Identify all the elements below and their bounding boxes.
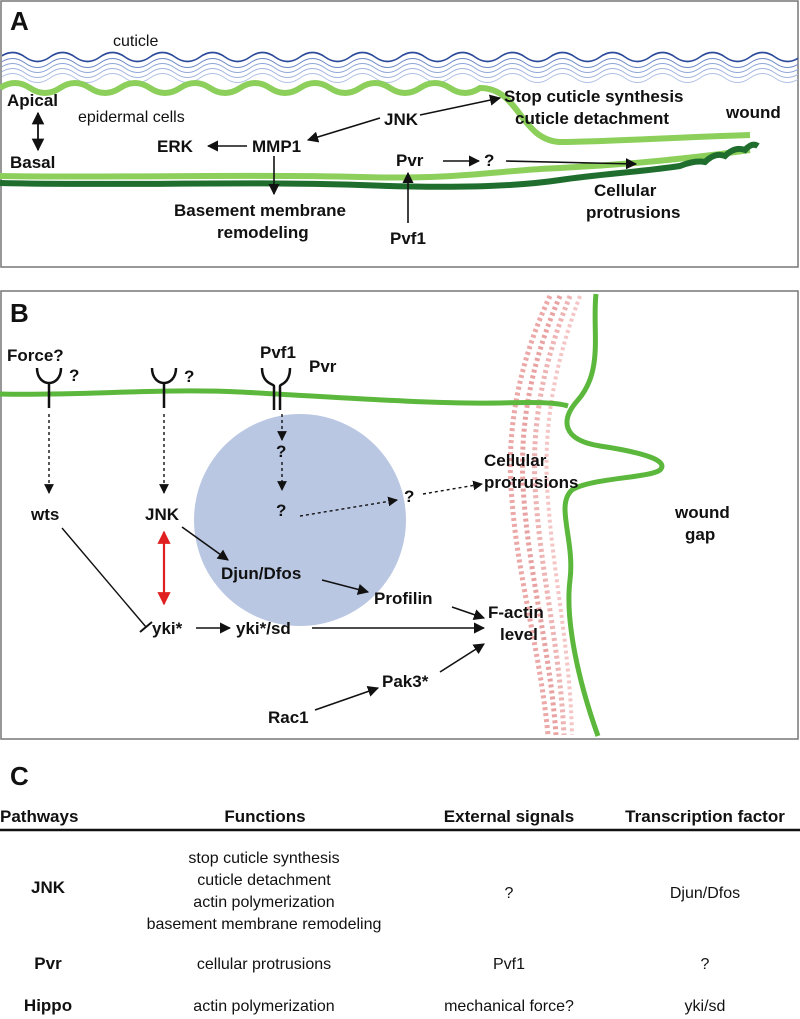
force-receptor-icon xyxy=(35,367,63,385)
epidermis-lower-line xyxy=(0,147,751,181)
row-jnk-function-1: stop cuticle synthesis xyxy=(188,850,339,867)
pvf1-label-a: Pvf1 xyxy=(390,229,426,248)
wts-inhibit-bar xyxy=(139,621,153,633)
factin-label2: level xyxy=(500,625,538,644)
rac1-label: Rac1 xyxy=(268,708,309,727)
profilin-to-factin-arrow xyxy=(451,606,486,621)
pak3-to-factin-arrow xyxy=(439,643,485,673)
basal-label: Basal xyxy=(10,153,55,172)
protrusions-label-a2: protrusions xyxy=(586,203,680,222)
row-jnk-function-4: basement membrane remodeling xyxy=(147,916,382,933)
wts-label: wts xyxy=(30,505,59,524)
panel-c-letter: C xyxy=(10,761,29,791)
stop-cuticle-label: Stop cuticle synthesis xyxy=(504,87,684,106)
header-functions: Functions xyxy=(224,807,305,826)
jnk-label-b: JNK xyxy=(145,505,180,524)
jnk-to-mmp1-arrow xyxy=(306,117,381,143)
row-jnk-signal: ? xyxy=(505,885,514,902)
protrusions-label-b1: Cellular xyxy=(484,451,547,470)
q-to-q2-arrow xyxy=(299,496,398,517)
yki-label: yki* xyxy=(152,619,183,638)
panel-b: B Force? ? ? Pvf1 Pvr ? xyxy=(0,290,799,740)
wound-gap-label2: gap xyxy=(685,525,715,544)
row-pvr-factor: ? xyxy=(701,956,710,973)
basement-membrane-line xyxy=(0,141,760,190)
q5-label: ? xyxy=(404,487,414,506)
row-jnk-function-3: actin polymerization xyxy=(193,894,334,911)
pvr-receptor-left xyxy=(260,367,276,410)
panel-a-frame xyxy=(0,0,799,268)
profilin-label: Profilin xyxy=(374,589,433,608)
row-jnk-factor: Djun/Dfos xyxy=(670,885,740,902)
mmp1-label: MMP1 xyxy=(252,137,301,156)
apical-epidermis-line xyxy=(0,80,751,146)
panel-c: C Pathways Functions External signals Tr… xyxy=(0,761,800,1015)
row-hippo-signal: mechanical force? xyxy=(444,998,574,1015)
force-q-label: ? xyxy=(69,366,79,385)
q-to-protrusion-arrow xyxy=(505,158,638,170)
jnk-to-djun-arrow xyxy=(181,526,229,561)
wound-label-a: wound xyxy=(725,103,781,122)
apical-label: Apical xyxy=(7,91,58,110)
row-pvr-function-1: cellular protrusions xyxy=(197,956,331,973)
q4-label: ? xyxy=(276,501,286,520)
wts-inhibit-line xyxy=(61,527,147,628)
q2-to-protrusion-arrow xyxy=(422,480,483,495)
bm-label-line2: remodeling xyxy=(217,223,309,242)
wound-edge-line xyxy=(562,293,665,737)
nucleus-circle xyxy=(194,414,406,626)
force-label: Force? xyxy=(7,346,64,365)
pvf1-label-b: Pvf1 xyxy=(260,343,296,362)
pvr-label-a: Pvr xyxy=(396,151,424,170)
row-hippo-function-1: actin polymerization xyxy=(193,998,334,1015)
row-pvr-signal: Pvf1 xyxy=(493,956,525,973)
panel-a: A cuticle Apical Basal epidermal cells J… xyxy=(0,0,799,268)
djun-label: Djun/Dfos xyxy=(221,564,301,583)
row-pvr-pathway: Pvr xyxy=(34,954,62,973)
djun-to-profilin-arrow xyxy=(321,579,370,595)
epidermal-cells-label: epidermal cells xyxy=(78,109,185,126)
bm-label-line1: Basement membrane xyxy=(174,201,346,220)
protrusions-label-b2: protrusions xyxy=(484,473,578,492)
row-hippo-factor: yki/sd xyxy=(685,998,726,1015)
pvr-label-b: Pvr xyxy=(309,357,337,376)
header-transcription-factor: Transcription factor xyxy=(625,807,785,826)
receptor-icon xyxy=(150,367,178,385)
receptor-q-label: ? xyxy=(184,367,194,386)
factin-label1: F-actin xyxy=(488,603,544,622)
cuticle-detachment-label: cuticle detachment xyxy=(515,109,669,128)
yki-sd-label: yki*/sd xyxy=(236,619,291,638)
wound-gap-label1: wound xyxy=(674,503,730,522)
q3-label: ? xyxy=(276,442,286,461)
protrusions-label-a1: Cellular xyxy=(594,181,657,200)
row-jnk-function-2: cuticle detachment xyxy=(197,872,331,889)
membrane-line xyxy=(0,388,569,409)
header-external-signals: External signals xyxy=(444,807,574,826)
row-hippo-pathway: Hippo xyxy=(24,996,72,1015)
erk-label: ERK xyxy=(157,137,194,156)
panel-b-letter: B xyxy=(10,298,29,328)
rac1-to-pak3-arrow xyxy=(314,686,380,711)
question-a: ? xyxy=(484,151,494,170)
panel-a-letter: A xyxy=(10,6,29,36)
jnk-to-stop-arrow xyxy=(419,94,502,116)
row-jnk-pathway: JNK xyxy=(31,878,66,897)
actin-cable xyxy=(507,294,582,736)
pak3-label: Pak3* xyxy=(382,672,429,691)
pvr-receptor-right xyxy=(278,367,292,410)
cuticle-label: cuticle xyxy=(113,33,158,50)
jnk-label-a: JNK xyxy=(384,110,419,129)
header-pathways: Pathways xyxy=(0,807,78,826)
